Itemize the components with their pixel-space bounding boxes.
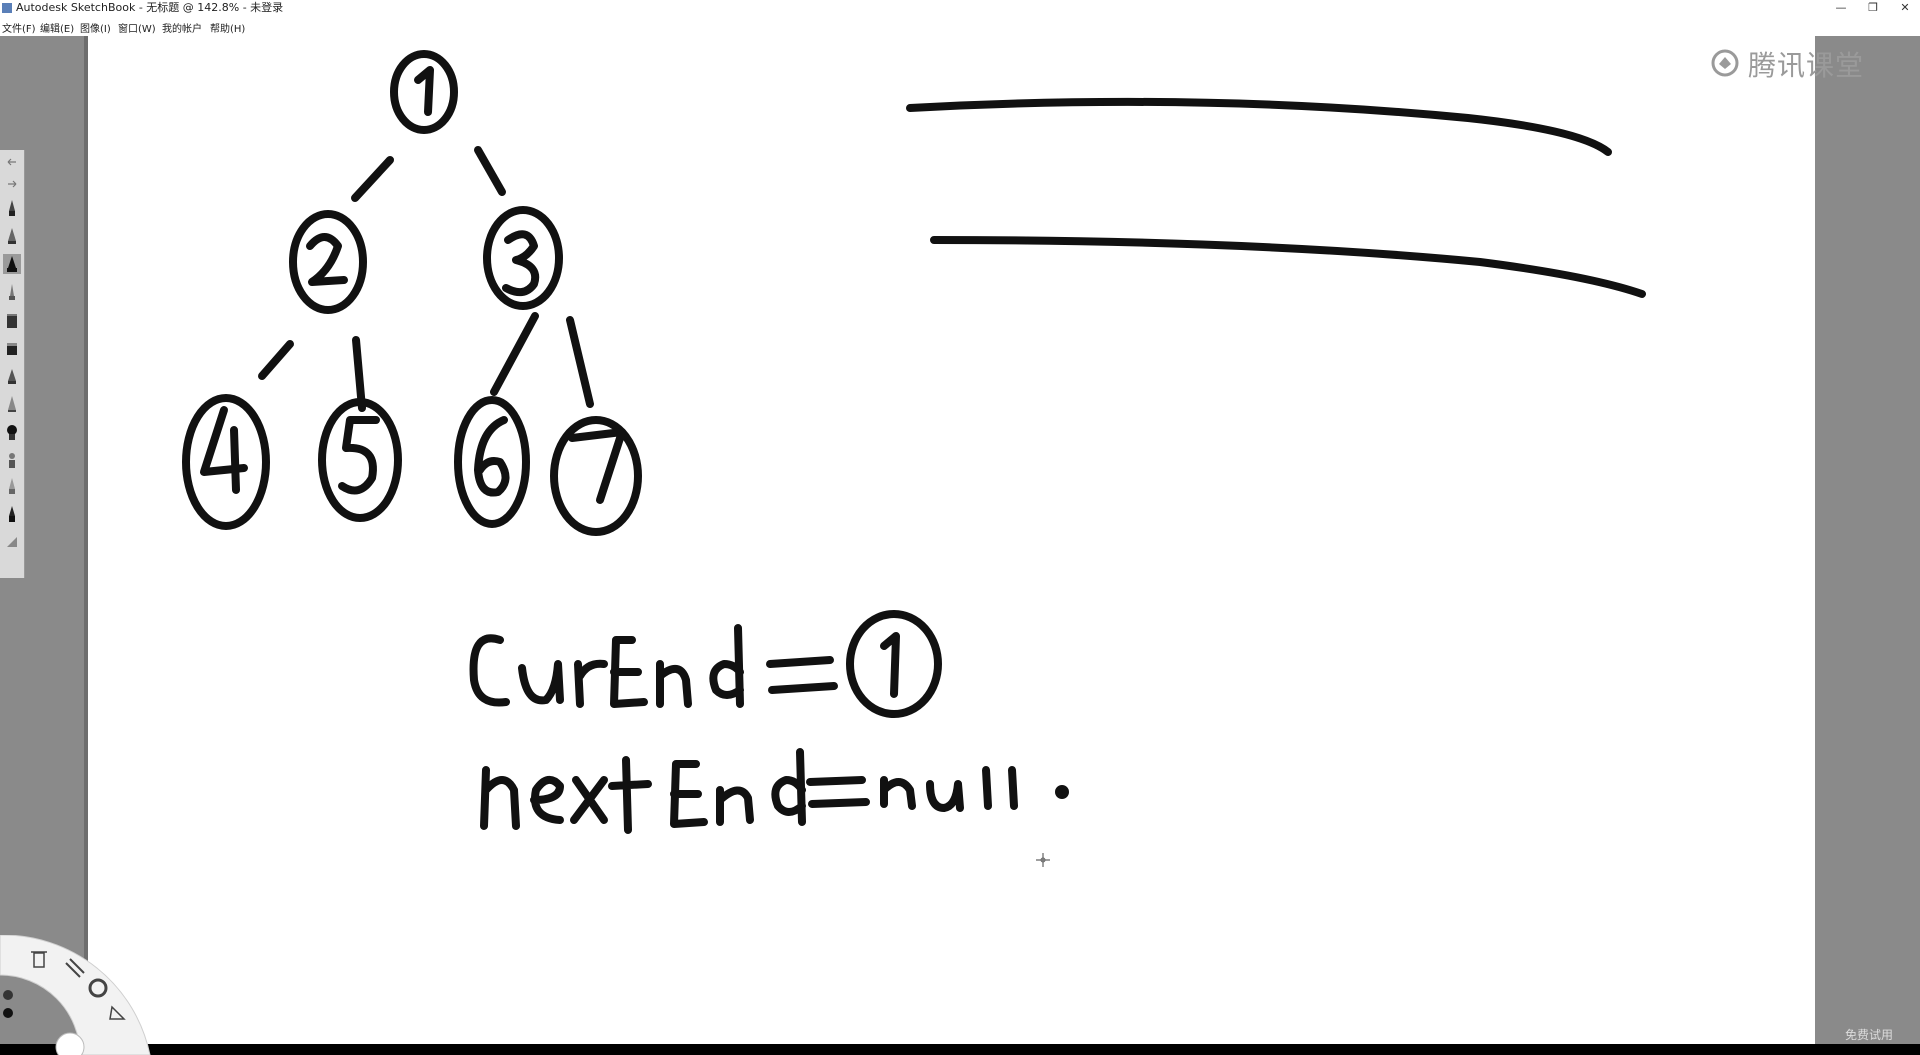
eraser-icon[interactable] xyxy=(3,338,21,358)
airbrush-icon[interactable] xyxy=(3,226,21,246)
undo-icon[interactable] xyxy=(3,152,21,172)
tencent-classroom-logo-icon xyxy=(1711,49,1739,77)
title-bar: Autodesk SketchBook - 无标题 @ 142.8% - 未登录… xyxy=(0,0,1920,16)
color-wheel-icon[interactable] xyxy=(88,978,108,998)
bottom-strip xyxy=(0,1044,1920,1054)
window-title: Autodesk SketchBook - 无标题 @ 142.8% - 未登录 xyxy=(16,1,284,14)
watermark-text: 腾讯课堂 xyxy=(1748,49,1865,82)
brush-icon[interactable] xyxy=(65,958,85,978)
menu-file[interactable]: 文件(F) xyxy=(2,24,36,35)
menu-image[interactable]: 图像(I) xyxy=(80,24,111,35)
pencil-icon[interactable] xyxy=(3,198,21,218)
transform-icon[interactable] xyxy=(109,1005,126,1020)
marker-icon[interactable] xyxy=(3,310,21,330)
brush-palette xyxy=(0,150,25,578)
lagoon-menu[interactable] xyxy=(0,935,160,1055)
menu-edit[interactable]: 编辑(E) xyxy=(40,24,75,35)
menu-help[interactable]: 帮助(H) xyxy=(210,24,246,35)
small-brush-dot-icon[interactable] xyxy=(3,990,13,1000)
paintbrush-icon[interactable] xyxy=(3,282,21,302)
technical-pen-icon[interactable] xyxy=(3,394,21,414)
canvas-edge xyxy=(84,36,88,1044)
ballpoint-pen-icon[interactable] xyxy=(3,254,21,274)
menu-bar: 文件(F) 编辑(E) 图像(I) 窗口(W) 我的帐户 帮助(H) xyxy=(0,16,1920,36)
close-button[interactable]: ✕ xyxy=(1900,1,1910,14)
minimize-button[interactable]: — xyxy=(1835,1,1847,14)
app-icon xyxy=(2,3,12,13)
menu-window[interactable]: 窗口(W) xyxy=(118,24,156,35)
crosshair-cursor-icon xyxy=(1036,853,1050,867)
free-trial-label[interactable]: 免费试用 xyxy=(1845,1028,1894,1042)
large-brush-dot-icon[interactable] xyxy=(3,1008,13,1018)
chisel-marker-icon[interactable] xyxy=(3,366,21,386)
drawing-canvas[interactable] xyxy=(88,36,1815,1044)
right-gutter xyxy=(1815,36,1920,1044)
ink-pen-icon[interactable] xyxy=(3,504,21,524)
redo-icon[interactable] xyxy=(3,174,21,194)
blender-icon[interactable] xyxy=(3,422,21,442)
restore-button[interactable]: ❐ xyxy=(1868,1,1878,14)
fill-pen-icon[interactable] xyxy=(3,476,21,496)
ruler-icon[interactable] xyxy=(3,530,21,550)
menu-account[interactable]: 我的帐户 xyxy=(162,24,202,35)
smear-icon[interactable] xyxy=(3,450,21,470)
trash-icon[interactable] xyxy=(31,951,47,968)
